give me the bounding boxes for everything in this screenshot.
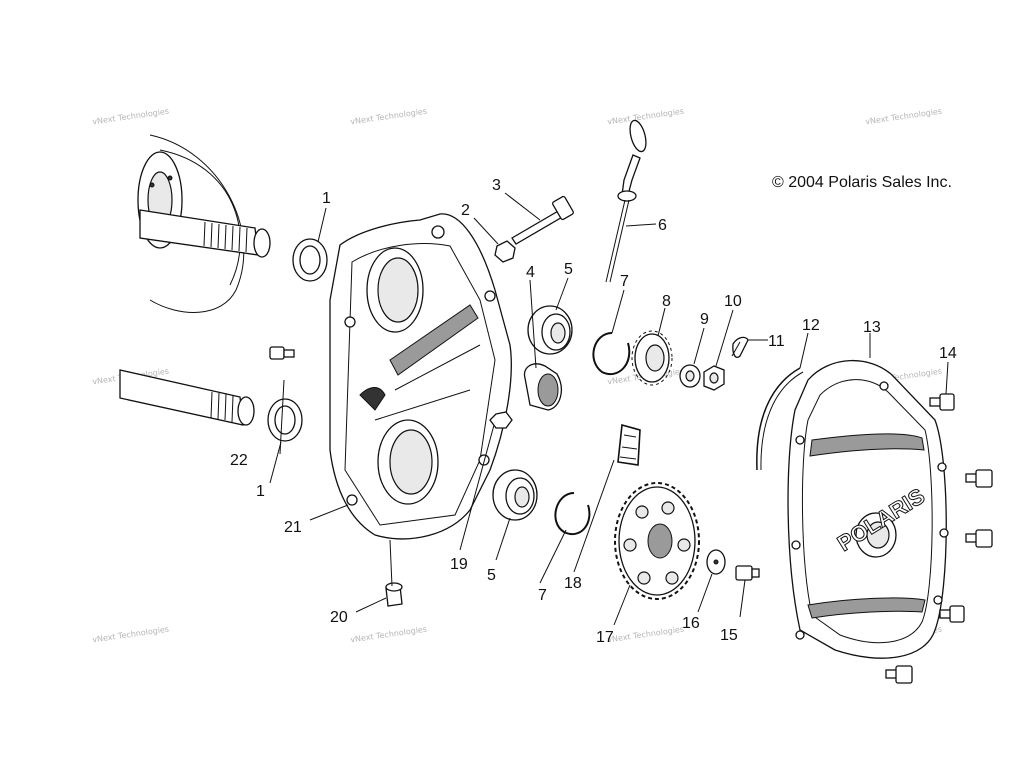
callout-19: 19: [450, 556, 468, 573]
callout-21: 21: [284, 519, 302, 536]
washer-16: [706, 549, 726, 575]
callout-1-upper: 1: [322, 190, 331, 207]
seal-lower: [267, 398, 303, 442]
callout-10: 10: [724, 293, 742, 310]
cover-bolt: [939, 605, 965, 623]
seal-upper: [292, 238, 328, 282]
cover-bolt: [965, 529, 993, 548]
bolt-3: [511, 195, 574, 245]
nut-19: [489, 411, 513, 429]
upper-shaft: [139, 209, 271, 258]
nut-2: [494, 240, 516, 263]
cover-bolt: [885, 665, 913, 684]
sprocket-8: [631, 330, 673, 386]
gasket-12: [756, 367, 804, 471]
callout-17: 17: [596, 629, 614, 646]
callout-12: 12: [802, 317, 820, 334]
callout-5-upper: 5: [564, 261, 573, 278]
washer-9: [679, 364, 701, 388]
callout-3: 3: [492, 177, 501, 194]
chaincase-housing: [329, 213, 512, 540]
callout-7-lower: 7: [538, 587, 547, 604]
callout-18: 18: [564, 575, 582, 592]
callout-4: 4: [526, 264, 535, 281]
callout-6: 6: [658, 217, 667, 234]
dipstick-6: [605, 119, 647, 283]
tensioner-4: [523, 363, 562, 411]
cover-bolt-14: [929, 393, 955, 411]
callouts: 1 2 3 4 5 6 7 8 9 10 11 12 13 14 15 16 1…: [230, 177, 957, 646]
bearing-5-lower: [492, 469, 538, 521]
callout-11: 11: [768, 333, 785, 350]
callout-20: 20: [330, 609, 348, 626]
callout-14: 14: [939, 345, 957, 362]
snap-ring-7-lower: [554, 492, 591, 535]
callout-22: 22: [230, 452, 248, 469]
bolt-22: [269, 346, 295, 360]
leader-lines: [269, 192, 949, 626]
bolt-15: [735, 565, 760, 581]
cotter-pin-11: [731, 336, 749, 358]
callout-2: 2: [461, 202, 470, 219]
plug-20: [385, 582, 403, 607]
callout-15: 15: [720, 627, 738, 644]
callout-9: 9: [700, 311, 709, 328]
callout-7-upper: 7: [620, 273, 629, 290]
callout-5-lower: 5: [487, 567, 496, 584]
callout-16: 16: [682, 615, 700, 632]
sprocket-17: [614, 482, 700, 600]
callout-13: 13: [863, 319, 881, 336]
lower-shaft: [119, 369, 255, 426]
callout-8: 8: [662, 293, 671, 310]
snap-ring-7-upper: [592, 332, 631, 375]
cover-bolt: [965, 469, 993, 488]
bearing-5-upper: [527, 305, 573, 355]
nut-10: [703, 365, 725, 391]
chain-18: [617, 423, 641, 466]
copyright-notice: © 2004 Polaris Sales Inc.: [772, 174, 952, 191]
chaincase-cover: POLARIS: [787, 359, 949, 659]
callout-1-lower: 1: [256, 483, 265, 500]
